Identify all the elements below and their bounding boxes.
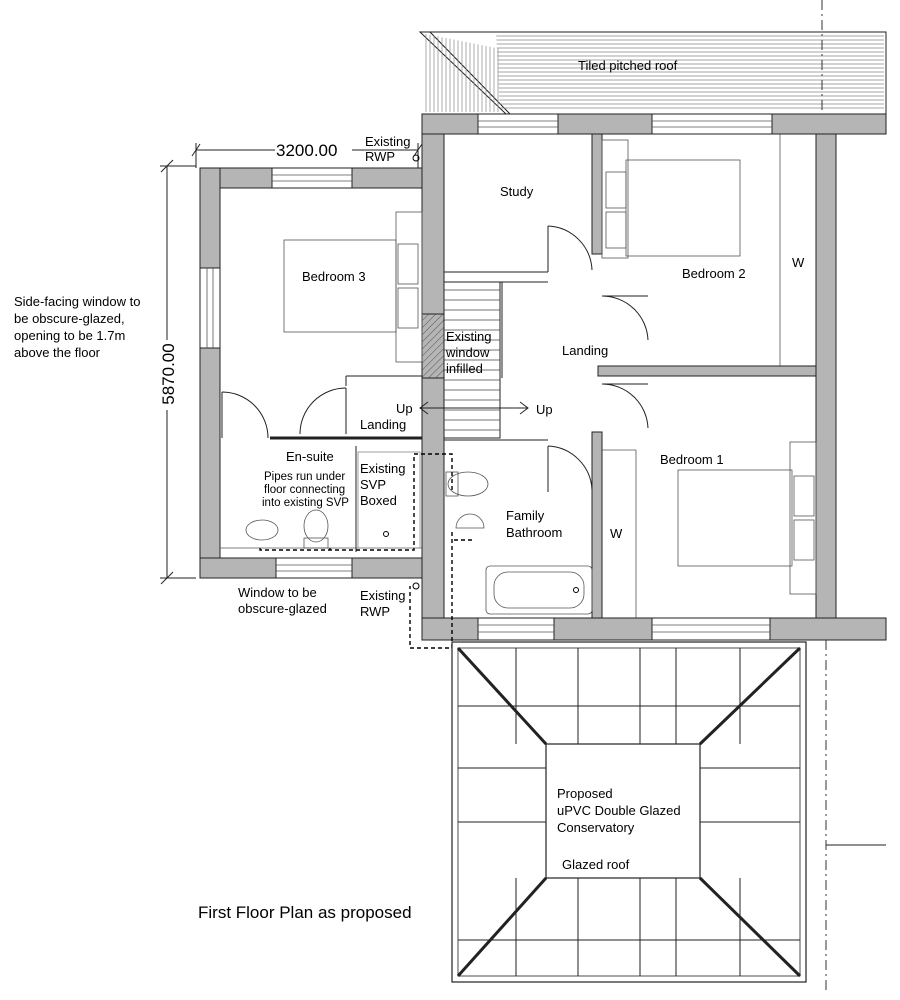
pipes-note-1: Pipes run under (264, 471, 345, 483)
house-walls (421, 113, 887, 641)
doors (221, 225, 649, 492)
up-label-right: Up (536, 402, 553, 417)
width-dimension (191, 143, 423, 168)
depth-dimension (160, 159, 196, 585)
svp-boxed-2: SVP (360, 477, 386, 492)
up-label-left: Up (396, 401, 413, 416)
conservatory-2: uPVC Double Glazed (557, 803, 681, 818)
room-bedroom3: Bedroom 3 (302, 269, 366, 284)
room-landing: Landing (562, 343, 608, 358)
width-dimension-label: 3200.00 (276, 141, 337, 160)
obscure-window-2: obscure-glazed (238, 601, 327, 616)
bed-bedroom3 (283, 211, 423, 363)
wardrobe-bedroom1: W (610, 526, 623, 541)
depth-dimension-label: 5870.00 (159, 343, 178, 404)
pipes-note-3: into existing SVP (262, 497, 349, 509)
bed-bedroom2 (601, 139, 741, 259)
room-bathroom-2: Bathroom (506, 525, 562, 540)
window-infilled-3: infilled (446, 361, 483, 376)
room-bedroom1: Bedroom 1 (660, 452, 724, 467)
window-infilled-1: Existing (446, 329, 492, 344)
obscure-window-1: Window to be (238, 585, 317, 600)
side-window-note-4: above the floor (14, 345, 101, 360)
conservatory (451, 641, 807, 983)
rwp-bottom-1: Existing (360, 588, 406, 603)
roof-label: Tiled pitched roof (578, 58, 678, 73)
room-bedroom2: Bedroom 2 (682, 266, 746, 281)
bathroom-fixtures (245, 451, 593, 615)
pitched-roof (418, 0, 887, 115)
side-window-note-3: opening to be 1.7m (14, 328, 125, 343)
pipes-note-2: floor connecting (264, 484, 345, 496)
side-window-note-1: Side-facing window to (14, 294, 140, 309)
drainage-pipes (259, 154, 579, 649)
plan-title: First Floor Plan as proposed (198, 903, 412, 922)
room-landing-2: Landing (360, 417, 406, 432)
room-study: Study (500, 184, 534, 199)
side-window-note-2: be obscure-glazed, (14, 311, 125, 326)
conservatory-3: Conservatory (557, 820, 635, 835)
rwp-top-line1: Existing (365, 134, 411, 149)
staircase (419, 281, 529, 439)
wardrobe-bedroom2: W (792, 255, 805, 270)
rwp-bottom-2: RWP (360, 604, 390, 619)
svp-boxed-3: Boxed (360, 493, 397, 508)
room-bathroom-1: Family (506, 508, 545, 523)
glazed-roof-label: Glazed roof (562, 857, 630, 872)
room-ensuite: En-suite (286, 449, 334, 464)
window-infilled-2: window (445, 345, 490, 360)
bed-bedroom1 (677, 441, 817, 595)
conservatory-1: Proposed (557, 786, 613, 801)
svp-boxed-1: Existing (360, 461, 406, 476)
house-windows (477, 113, 773, 641)
extension-windows (199, 167, 353, 579)
rwp-top-line2: RWP (365, 149, 395, 164)
